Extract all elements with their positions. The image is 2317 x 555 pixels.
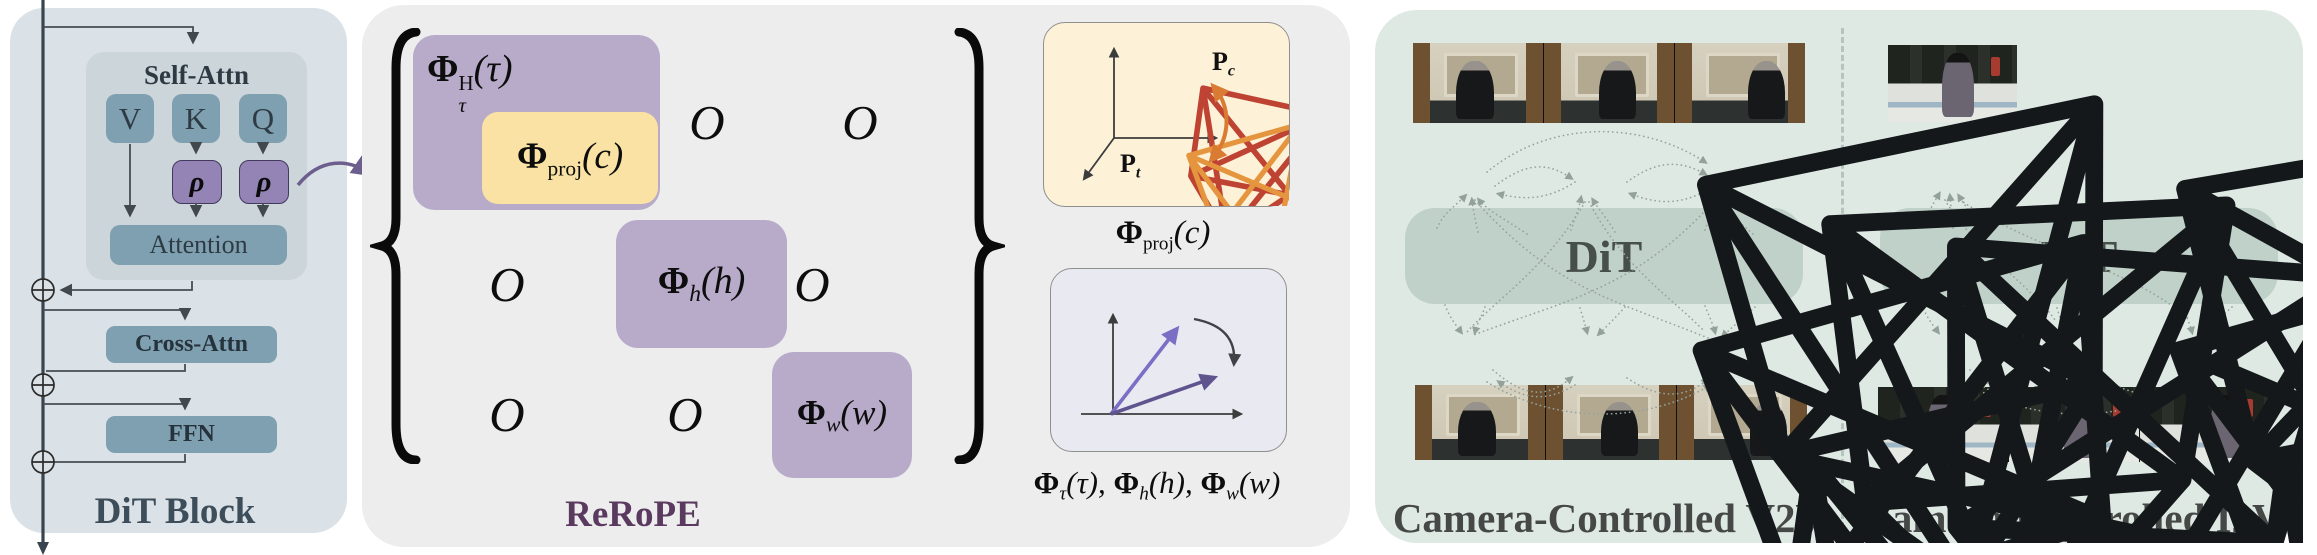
width-block-box: Φw(w) xyxy=(772,352,912,478)
zero-entry: O xyxy=(489,257,525,312)
self-attn-group: Self-Attn V K Q ρ ρ Attention xyxy=(86,52,307,280)
rotation-caption: Φτ(τ), Φh(h), Φw(w) xyxy=(1033,465,1281,505)
axes-2d-icon xyxy=(1081,312,1244,420)
v2v-input-frame-3 xyxy=(1675,43,1805,123)
phi-h-label: Φh(h) xyxy=(657,260,746,308)
rotated-vector-icon xyxy=(1109,325,1180,416)
pose-c-label: Pc xyxy=(1212,47,1236,80)
phi-w-label: Φw(w) xyxy=(796,392,888,437)
zero-entry: O xyxy=(794,257,830,312)
crossattn-in-wire xyxy=(43,307,192,321)
rho-key-box: ρ xyxy=(172,160,222,204)
query-box: Q xyxy=(239,94,287,143)
rotation-diagram-art xyxy=(1081,312,1244,420)
projection-diagram-art xyxy=(1082,46,1289,206)
zero-entry: O xyxy=(689,95,725,150)
crossattn-out-wire xyxy=(46,364,186,372)
i2v-input-frame-1 xyxy=(1888,45,2017,122)
camera-panel: DiT DiT Camera-Controlled V2V Camera-Con… xyxy=(1375,10,2303,543)
v2v-input-frame-2 xyxy=(1544,43,1674,123)
ffn-in-wire xyxy=(43,397,192,411)
pose-t-label: Pt xyxy=(1120,149,1141,182)
attention-out-wire xyxy=(59,281,193,297)
self-attn-title: Self-Attn xyxy=(144,60,249,90)
rho-to-matrix-arrow-icon xyxy=(296,154,375,187)
i2v-input-frame xyxy=(1888,45,2017,122)
zero-entry: O xyxy=(842,95,878,150)
sum-nodes xyxy=(31,278,55,474)
projection-diagram: Pc Pt xyxy=(1043,22,1290,207)
v2v-output-frame-1 xyxy=(1415,385,1545,460)
projection-block-box: Φproj(c) xyxy=(482,112,658,204)
value-box: V xyxy=(106,94,154,143)
ffn-out-wire xyxy=(46,454,186,463)
sum-node-icon xyxy=(31,373,55,397)
zero-entry: O xyxy=(489,387,525,442)
camera-trajectory-art xyxy=(1436,10,2303,543)
height-block-box: Φh(h) xyxy=(616,220,787,348)
rho-query-box: ρ xyxy=(239,160,289,204)
sum-node-icon xyxy=(31,278,55,302)
dit-block-panel: Self-Attn V K Q ρ ρ Attention Cross-Attn… xyxy=(10,8,347,533)
right-brace-icon xyxy=(954,28,1005,464)
camera-frustum-icon xyxy=(1162,76,1289,206)
phi-proj-label: Φproj(c) xyxy=(516,135,624,181)
rerope-title: ReRoPE xyxy=(565,494,701,535)
left-brace-icon xyxy=(370,28,421,464)
key-box: K xyxy=(172,94,220,143)
v2v-input-frame-1 xyxy=(1413,43,1543,123)
selfattn-input-wire xyxy=(44,26,200,45)
rotation-diagram xyxy=(1050,268,1287,452)
dit-block-wiring xyxy=(31,0,375,555)
attention-box: Attention xyxy=(110,225,287,265)
rotation-arrow-icon xyxy=(1193,317,1242,367)
v2v-output-frame-2 xyxy=(1546,385,1676,460)
pose-transform-arrow-icon xyxy=(1208,82,1230,164)
cross-attn-box: Cross-Attn xyxy=(106,326,277,363)
zero-entry: O xyxy=(667,387,703,442)
ffn-box: FFN xyxy=(106,416,277,453)
projection-caption: Φproj(c) xyxy=(1115,215,1211,255)
sum-node-icon xyxy=(31,450,55,474)
residual-arrow-icon xyxy=(37,542,49,555)
v2v-input-frames xyxy=(1413,43,1805,123)
base-vector-icon xyxy=(1110,373,1219,416)
axes-3d-icon xyxy=(1082,46,1219,181)
dit-block-title: DiT Block xyxy=(94,491,256,532)
